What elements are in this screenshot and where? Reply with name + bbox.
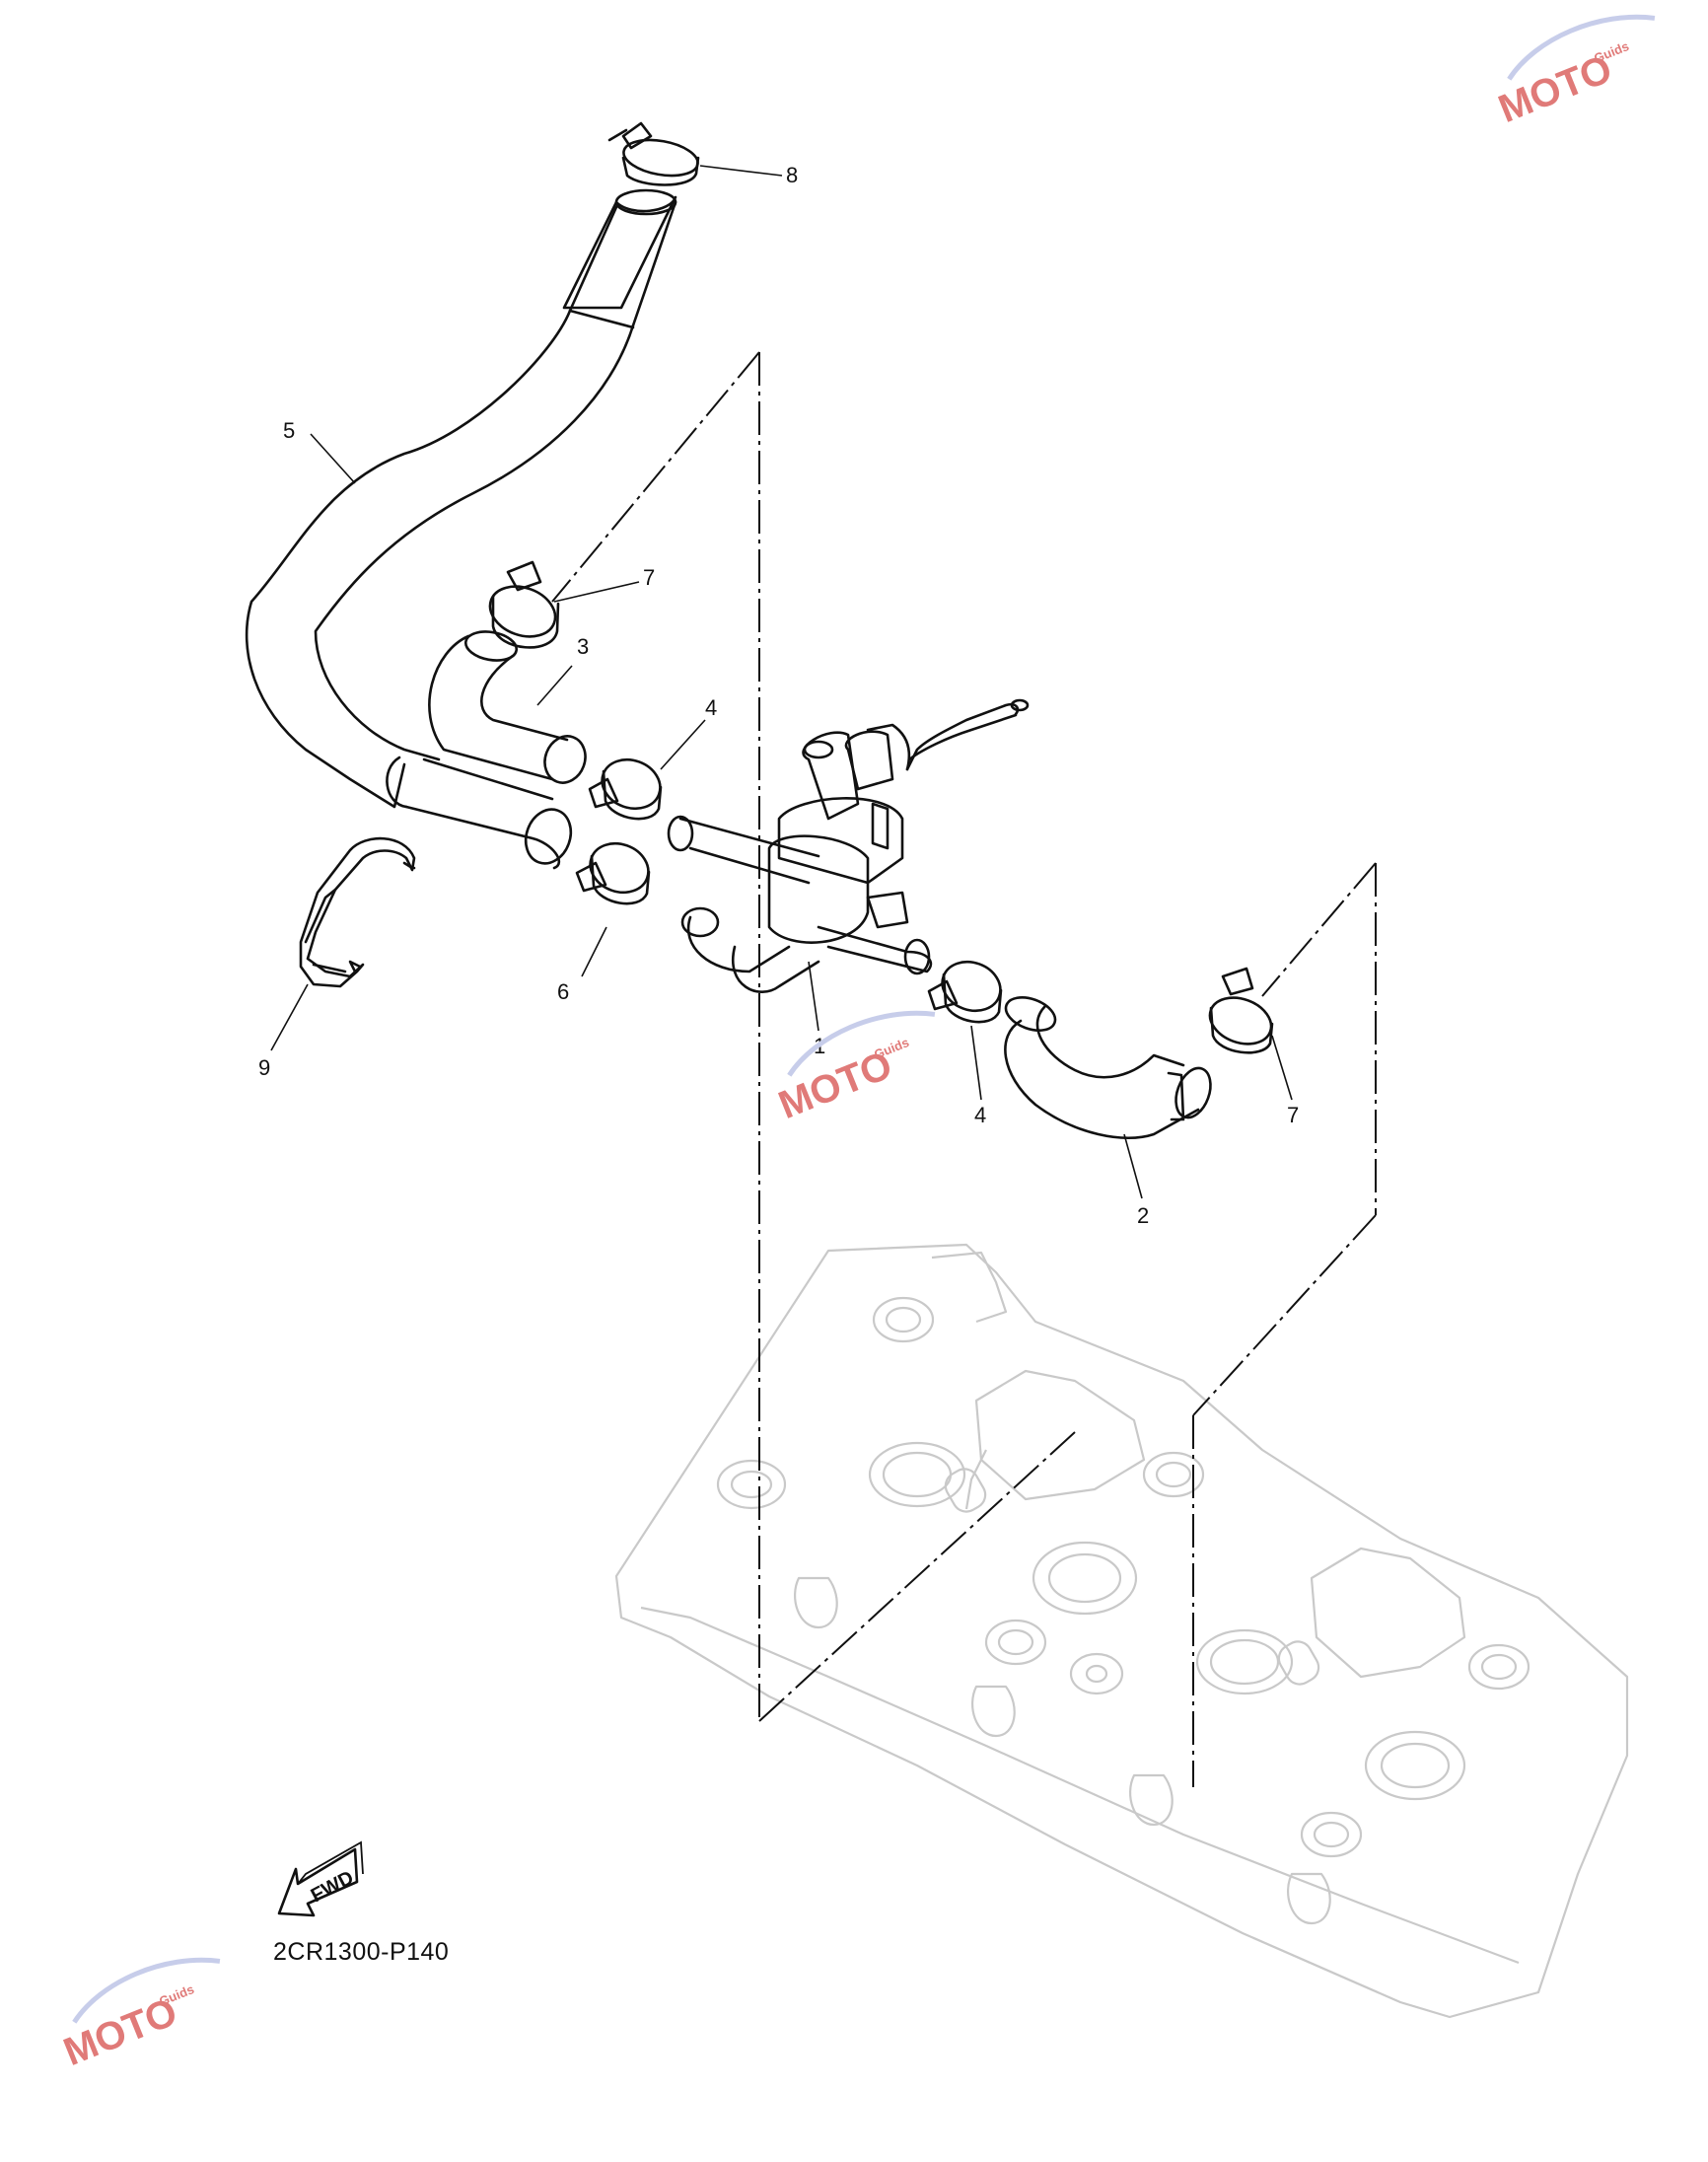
- callout-8: 8: [786, 163, 798, 187]
- part-4-clamp-right: [927, 960, 1003, 1024]
- reference-lines: [551, 351, 1377, 1787]
- part-5-hose: [245, 188, 677, 870]
- watermark-logo-bottom-left: MOTO Guids: [58, 1957, 221, 2074]
- part-7-clamp-right: [1208, 967, 1274, 1054]
- part-1-valve: [667, 698, 1030, 993]
- svg-text:Guids: Guids: [872, 1035, 911, 1062]
- leader-lines: [270, 165, 1293, 1199]
- diagram-code: 2CR1300-P140: [273, 1938, 450, 1966]
- callout-2: 2: [1137, 1203, 1149, 1228]
- watermark-logo-top-right: MOTO Guids: [1493, 14, 1656, 131]
- part-8-clamp: [607, 121, 700, 186]
- watermark-logo-center: MOTO Guids: [773, 1010, 936, 1127]
- callout-7-right: 7: [1287, 1103, 1299, 1127]
- callout-5: 5: [283, 418, 295, 443]
- part-9-bracket: [299, 836, 416, 988]
- callout-9: 9: [258, 1055, 270, 1080]
- part-2-hose: [1004, 996, 1212, 1140]
- part-3-hose: [428, 630, 587, 784]
- svg-text:Guids: Guids: [1592, 38, 1631, 66]
- callout-6: 6: [557, 979, 569, 1004]
- part-4-clamp-left: [588, 757, 663, 821]
- svg-text:Guids: Guids: [157, 1982, 196, 2009]
- callout-4-left: 4: [705, 695, 717, 720]
- callout-7-upper: 7: [643, 565, 655, 590]
- callout-4-right: 4: [974, 1103, 986, 1127]
- part-7-clamp-upper: [488, 560, 560, 649]
- fwd-arrow: FWD: [277, 1840, 364, 1917]
- part-6-clamp: [575, 841, 651, 905]
- callout-labels: 8 5 7 3 4 6 1 9 4 7 2: [258, 163, 1299, 1228]
- cylinder-head-outline: [614, 1243, 1629, 2019]
- callout-3: 3: [577, 634, 589, 659]
